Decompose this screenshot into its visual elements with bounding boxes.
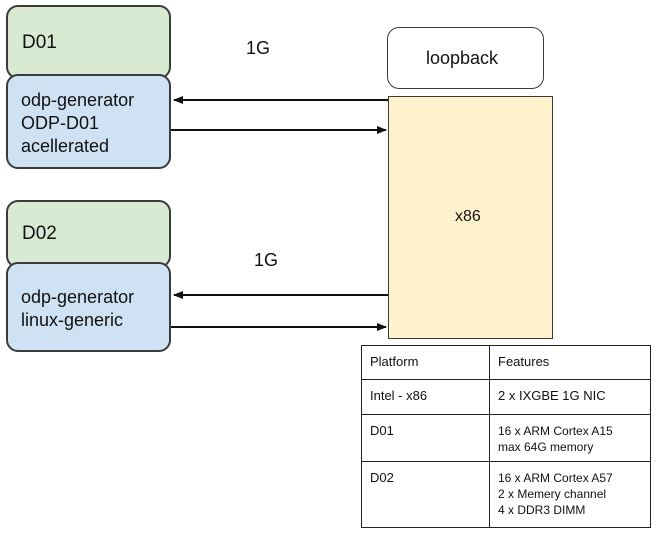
table-row: D01 16 x ARM Cortex A15 max 64G memory bbox=[361, 414, 651, 462]
loopback-box: loopback bbox=[387, 27, 544, 89]
d01-generator-box: odp-generator ODP-D01 acellerated bbox=[6, 74, 171, 169]
d01-line-3: acellerated bbox=[21, 136, 110, 156]
d01-line-1: odp-generator bbox=[21, 90, 135, 110]
header-features: Features bbox=[489, 345, 651, 380]
feature-line: 16 x ARM Cortex A15 bbox=[498, 424, 613, 438]
feature-line: 4 x DDR3 DIMM bbox=[498, 503, 586, 517]
table-row: Intel - x86 2 x IXGBE 1G NIC bbox=[361, 379, 651, 415]
table-header-row: Platform Features bbox=[361, 345, 651, 380]
d02-generator-box: odp-generator linux-generic bbox=[6, 262, 171, 352]
x86-label: x86 bbox=[455, 208, 481, 225]
d01-header-label: D01 bbox=[22, 32, 57, 53]
feature-line: 16 x ARM Cortex A57 bbox=[498, 471, 613, 485]
x86-box: x86 bbox=[388, 96, 553, 339]
link-speed-top: 1G bbox=[246, 38, 271, 58]
row-platform: D01 bbox=[361, 414, 490, 462]
row-features: 16 x ARM Cortex A15 max 64G memory bbox=[489, 414, 651, 462]
d02-header-box: D02 bbox=[6, 200, 171, 268]
features-table: Platform Features Intel - x86 2 x IXGBE … bbox=[361, 345, 651, 528]
feature-line: 2 x IXGBE 1G NIC bbox=[498, 388, 606, 403]
row-features: 16 x ARM Cortex A57 2 x Memery channel 4… bbox=[489, 461, 651, 528]
feature-line: 2 x Memery channel bbox=[498, 487, 607, 501]
row-platform: Intel - x86 bbox=[361, 379, 490, 415]
row-features: 2 x IXGBE 1G NIC bbox=[489, 379, 651, 415]
link-speed-bottom: 1G bbox=[254, 250, 279, 270]
d02-header-label: D02 bbox=[22, 223, 57, 244]
table-row: D02 16 x ARM Cortex A57 2 x Memery chann… bbox=[361, 461, 651, 528]
header-platform: Platform bbox=[361, 345, 490, 380]
d01-header-box: D01 bbox=[6, 5, 171, 79]
loopback-label: loopback bbox=[426, 48, 499, 68]
d02-line-2: linux-generic bbox=[21, 310, 124, 330]
d02-line-1: odp-generator bbox=[21, 287, 135, 307]
feature-line: max 64G memory bbox=[498, 440, 594, 454]
d01-line-2: ODP-D01 bbox=[21, 113, 100, 133]
row-platform: D02 bbox=[361, 461, 490, 528]
